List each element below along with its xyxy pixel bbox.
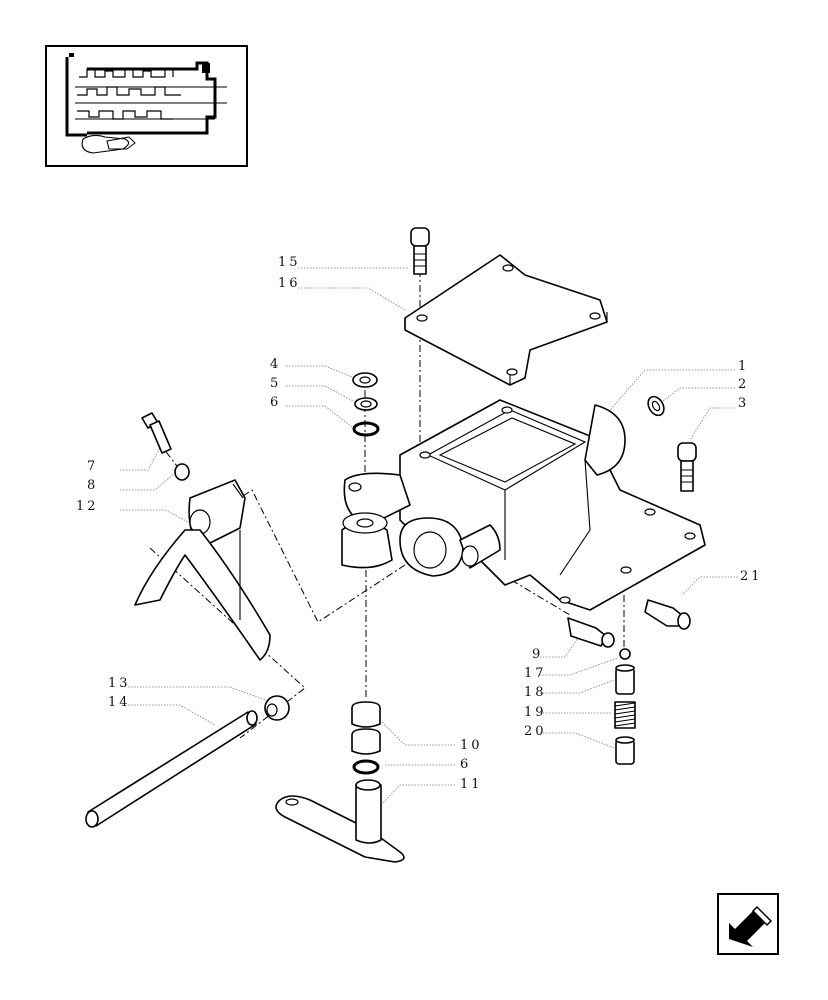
part-8-bushing[interactable] bbox=[174, 463, 190, 481]
part-13-washer[interactable] bbox=[264, 695, 290, 721]
callout-5: 5 bbox=[270, 376, 281, 391]
transmission-thumbnail-icon bbox=[65, 53, 227, 154]
callout-9: 9 bbox=[532, 647, 543, 662]
callout-19: 19 bbox=[524, 705, 547, 720]
callout-18: 18 bbox=[524, 685, 547, 700]
callout-3: 3 bbox=[738, 396, 749, 411]
back-arrow-icon bbox=[729, 905, 773, 947]
part-5-washer[interactable] bbox=[354, 397, 378, 411]
part-9-sensor[interactable] bbox=[567, 617, 615, 648]
callout-6: 6 bbox=[270, 395, 281, 410]
part-3-bolt[interactable] bbox=[677, 442, 697, 492]
part-2-o-ring[interactable] bbox=[645, 394, 667, 418]
part-19-spring[interactable] bbox=[614, 701, 636, 729]
callout-11: 11 bbox=[460, 777, 483, 792]
part-6-seal-ring-upper[interactable] bbox=[352, 421, 380, 437]
part-12-shift-fork[interactable] bbox=[134, 479, 271, 661]
callout-8: 8 bbox=[87, 478, 98, 493]
callout-10: 10 bbox=[460, 738, 483, 753]
back-navigation-button[interactable] bbox=[717, 893, 779, 955]
callout-14: 14 bbox=[108, 695, 131, 710]
part-10-bushings[interactable] bbox=[351, 701, 381, 755]
callout-13: 13 bbox=[108, 676, 131, 691]
part-16-cover-plate[interactable] bbox=[404, 254, 608, 386]
callout-16: 16 bbox=[278, 276, 301, 291]
part-7-screw[interactable] bbox=[141, 412, 172, 454]
part-4-split-washer[interactable] bbox=[352, 372, 378, 388]
assembly-thumbnail[interactable] bbox=[45, 45, 248, 167]
callout-17: 17 bbox=[524, 666, 547, 681]
part-21-plug[interactable] bbox=[644, 599, 691, 630]
callout-1: 1 bbox=[738, 359, 749, 374]
callout-15: 15 bbox=[278, 255, 301, 270]
callout-20: 20 bbox=[524, 724, 547, 739]
part-11-lever[interactable] bbox=[275, 779, 405, 863]
part-20-plug-screw[interactable] bbox=[615, 736, 635, 765]
callout-7: 7 bbox=[87, 459, 98, 474]
callout-6-lower: 6 bbox=[460, 757, 471, 772]
leader-lines bbox=[120, 267, 738, 809]
callout-labels: 15 16 4 5 6 1 2 3 7 8 12 21 9 17 18 19 2… bbox=[76, 255, 763, 792]
callout-12: 12 bbox=[76, 499, 99, 514]
part-14-rod[interactable] bbox=[85, 710, 258, 828]
callout-2: 2 bbox=[738, 377, 749, 392]
part-6-seal-ring-lower[interactable] bbox=[352, 759, 380, 775]
part-15-bolt[interactable] bbox=[410, 227, 430, 275]
part-18-detent-pin[interactable] bbox=[615, 664, 635, 695]
callout-4: 4 bbox=[270, 357, 281, 372]
part-17-ball[interactable] bbox=[619, 648, 631, 660]
part-1-housing[interactable] bbox=[341, 399, 706, 611]
callout-21: 21 bbox=[740, 569, 763, 584]
